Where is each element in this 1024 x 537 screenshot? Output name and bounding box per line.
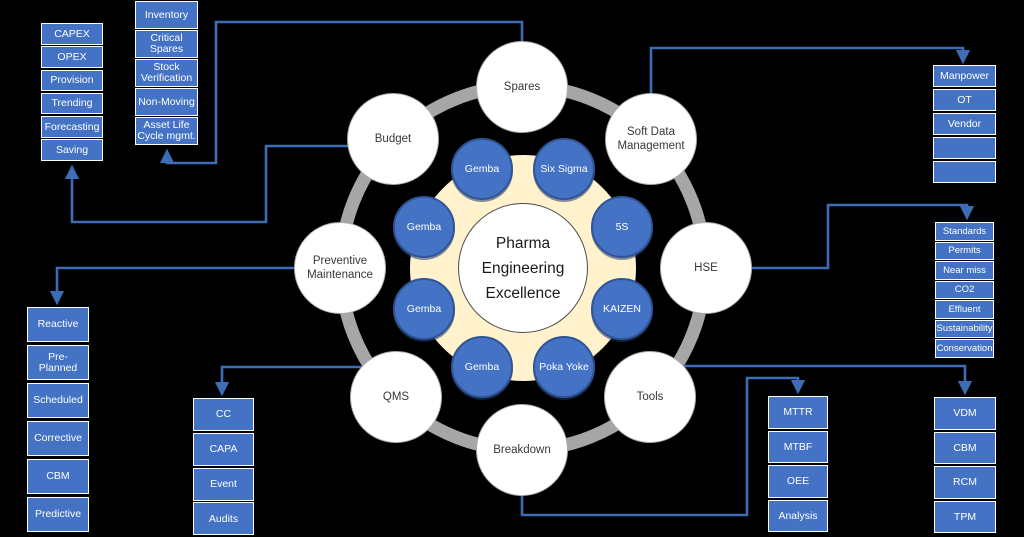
lean-poka-yoke-label: Poka Yoke — [539, 360, 589, 373]
node-budget-label: Budget — [374, 132, 412, 145]
list-item: CAPEX — [41, 23, 103, 45]
list-item: Corrective — [27, 421, 89, 456]
list-item: Pre-Planned — [27, 345, 89, 380]
lean-5s-label: 5S — [615, 220, 629, 233]
lean-gemba-4: Gemba — [451, 336, 513, 398]
connector-preventive-to-pm-list — [49, 266, 340, 306]
lean-5s: 5S — [591, 196, 653, 258]
list-item: CC — [193, 398, 254, 431]
lean-gemba-3-label: Gemba — [406, 302, 442, 315]
list-item: OEE — [768, 465, 828, 498]
connector-breakdown-to-mttr-list — [520, 376, 806, 517]
list-item: Inventory — [135, 1, 198, 29]
tools-list: VDM CBM RCM TPM — [934, 397, 996, 533]
node-spares-label: Spares — [503, 80, 541, 93]
list-item: Permits — [935, 241, 994, 260]
connector-spares-to-spares-list — [159, 20, 524, 165]
list-item: Vendor — [933, 113, 996, 135]
lean-six-sigma-label: Six Sigma — [540, 162, 588, 175]
hub-title-line-1: Pharma — [495, 234, 551, 252]
connector-hse-to-hse-list — [706, 203, 975, 270]
lean-gemba-3: Gemba — [393, 278, 455, 340]
list-item: TPM — [934, 500, 996, 533]
list-item: Reactive — [27, 307, 89, 342]
lean-gemba-1: Gemba — [451, 138, 513, 200]
list-item: Audits — [193, 502, 254, 536]
lean-kaizen: KAIZEN — [591, 278, 653, 340]
list-item: OT — [933, 89, 996, 111]
node-breakdown-label: Breakdown — [493, 443, 551, 456]
lean-six-sigma: Six Sigma — [533, 138, 595, 200]
node-preventive-label: Preventive Maintenance — [307, 254, 373, 281]
list-item-empty — [933, 137, 996, 159]
list-item: Non-Moving — [135, 88, 198, 116]
list-item: Scheduled — [27, 383, 89, 418]
list-item: Standards — [935, 222, 994, 241]
connector-qms-to-qms-list — [214, 365, 396, 397]
hub-title-line-3: Excellence — [485, 284, 561, 302]
node-breakdown: Breakdown — [476, 404, 568, 496]
node-hse: HSE — [660, 222, 752, 314]
list-item: CAPA — [193, 432, 254, 466]
hub-circle: Pharma Engineering Excellence — [458, 203, 588, 333]
connector-tools-to-vdm-list — [650, 364, 973, 396]
list-item: VDM — [934, 397, 996, 430]
budget-list: CAPEX OPEX Provision Trending Forecastin… — [41, 23, 103, 161]
list-item: Trending — [41, 92, 103, 115]
list-item: Near miss — [935, 261, 994, 280]
connector-budget-to-budget-list — [64, 144, 393, 224]
node-hse-label: HSE — [694, 261, 718, 274]
list-item: Predictive — [27, 497, 89, 532]
list-item: Sustainability — [935, 319, 994, 338]
manpower-list: Manpower OT Vendor — [933, 65, 996, 183]
node-tools: Tools — [604, 351, 696, 443]
list-item: CO2 — [935, 280, 994, 299]
list-item: Saving — [41, 139, 103, 161]
lean-gemba-4-label: Gemba — [464, 360, 500, 373]
list-item: MTTR — [768, 396, 828, 429]
list-item: Conservation — [935, 339, 994, 358]
node-tools-label: Tools — [636, 390, 664, 403]
list-item: Provision — [41, 69, 103, 92]
hub-title-line-2: Engineering — [481, 259, 565, 277]
spares-list: Inventory Critical Spares Stock Verifica… — [135, 1, 198, 145]
lean-kaizen-label: KAIZEN — [603, 302, 641, 315]
list-item: OPEX — [41, 46, 103, 68]
connector-softdata-to-manpower-list — [649, 46, 971, 139]
node-qms-label: QMS — [382, 390, 410, 403]
lean-gemba-2: Gemba — [393, 196, 455, 258]
node-soft-data: Soft Data Management — [605, 93, 697, 185]
list-item: Effluent — [935, 300, 994, 319]
lean-poka-yoke: Poka Yoke — [533, 336, 595, 398]
list-item: Stock Verification — [135, 59, 198, 87]
list-item: RCM — [934, 466, 996, 499]
list-item: Event — [193, 467, 254, 501]
list-item: MTBF — [768, 430, 828, 463]
node-budget: Budget — [347, 93, 439, 185]
node-preventive: Preventive Maintenance — [294, 222, 386, 314]
node-soft-data-label: Soft Data Management — [617, 125, 685, 152]
list-item: CBM — [27, 459, 89, 494]
breakdown-metrics-list: MTTR MTBF OEE Analysis — [768, 396, 828, 532]
lean-gemba-1-label: Gemba — [464, 162, 500, 175]
qms-list: CC CAPA Event Audits — [193, 398, 254, 536]
list-item: Analysis — [768, 499, 828, 532]
list-item-empty — [933, 161, 996, 183]
node-qms: QMS — [350, 351, 442, 443]
hse-list: Standards Permits Near miss CO2 Effluent… — [935, 222, 994, 358]
list-item: Asset Life Cycle mgmt. — [135, 117, 198, 145]
list-item: Manpower — [933, 65, 996, 87]
node-spares: Spares — [476, 41, 568, 133]
list-item: CBM — [934, 431, 996, 464]
list-item: Critical Spares — [135, 30, 198, 58]
list-item: Forecasting — [41, 116, 103, 138]
preventive-maintenance-list: Reactive Pre-Planned Scheduled Correctiv… — [27, 307, 89, 532]
lean-gemba-2-label: Gemba — [406, 220, 442, 233]
